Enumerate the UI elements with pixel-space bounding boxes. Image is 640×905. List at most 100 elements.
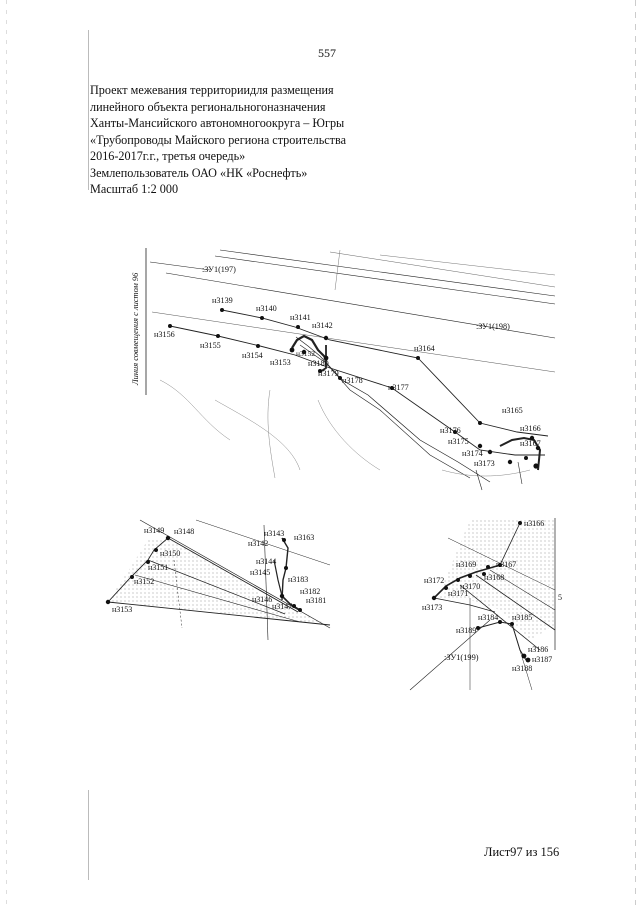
page-number: 557 (318, 46, 336, 60)
point-label: н3166 (520, 424, 541, 433)
survey-point (477, 443, 483, 449)
header-block: Проект межевания территориидля размещени… (90, 82, 390, 198)
point-label: н3142 (248, 539, 268, 548)
header-line: Землепользователь ОАО «НК «Роснефть» (90, 165, 308, 180)
road-line (329, 251, 556, 288)
terrain-line (475, 469, 483, 491)
point-label: н3152 (296, 349, 315, 358)
point-label: н3139 (212, 296, 233, 305)
terrain-line (517, 461, 523, 485)
point-label: н3140 (256, 304, 277, 313)
point-label: н3144 (256, 557, 276, 566)
survey-point (529, 435, 535, 441)
point-label: н3168 (484, 573, 504, 582)
survey-point (535, 445, 541, 451)
point-label: н3170 (460, 582, 480, 591)
point-label: н3147 (272, 602, 292, 611)
survey-point (498, 563, 502, 567)
point-label: н3177 (388, 383, 409, 392)
inset-right: н3166 н3169 н3167 н3172 н3170 н3168 н317… (409, 518, 562, 691)
survey-point (279, 593, 285, 599)
point-label: н3175 (448, 437, 469, 446)
terrain-line (267, 389, 276, 479)
hatched-zone (108, 538, 330, 625)
parcel-label: :ЗУ1(199) (444, 653, 479, 662)
point-label: н3145 (250, 568, 270, 577)
survey-point (165, 535, 171, 541)
survey-point (518, 521, 522, 525)
survey-point (498, 620, 502, 624)
point-label: н3151 (148, 563, 168, 572)
point-label: н3163 (294, 533, 314, 542)
header-line: Проект межевания территориидля размещени… (90, 83, 334, 97)
scan-margin-line (88, 30, 89, 190)
survey-point (468, 574, 472, 578)
point-label: н3171 (448, 589, 468, 598)
point-label: н3185 (512, 613, 532, 622)
pipeline-segment (499, 436, 542, 471)
terrain-line (441, 469, 531, 477)
point-label: н3189 (456, 626, 476, 635)
survey-point (298, 608, 302, 612)
point-label: н3184 (478, 613, 498, 622)
survey-point (323, 335, 329, 341)
point-label: н3174 (462, 449, 483, 458)
corridor-line (107, 601, 331, 626)
point-label: н3152 (134, 577, 154, 586)
point-label: н3150 (160, 549, 180, 558)
point-label: н3180 (308, 359, 329, 368)
pipeline-segment (319, 345, 327, 373)
edge-mark: 5 (558, 593, 562, 602)
survey-point (482, 572, 486, 576)
point-label: н3149 (144, 526, 164, 535)
scan-left-edge (6, 0, 7, 905)
boundary-line (165, 272, 556, 339)
survey-point (146, 560, 150, 564)
survey-point (154, 548, 158, 552)
survey-point (260, 316, 264, 320)
inset-left: н3149 н3148 н3150 н3151 н3152 н3153 н314… (105, 519, 331, 641)
survey-point (284, 566, 288, 570)
point-label: н3141 (290, 313, 311, 322)
corridor-line (499, 522, 521, 566)
survey-point (416, 356, 420, 360)
boundary-line (149, 261, 211, 271)
point-label: н3183 (288, 575, 308, 584)
point-label: н3142 (312, 321, 333, 330)
corridor-line (147, 559, 286, 615)
survey-point (289, 347, 295, 353)
point-label: н3166 (524, 519, 544, 528)
corridor-line (489, 569, 556, 611)
point-label: н3148 (174, 527, 194, 536)
main-map-labels: Линия совмещения с листом 96 :ЗУ1(197) :… (131, 265, 541, 468)
point-label: н3173 (474, 459, 495, 468)
point-label: н3169 (456, 560, 476, 569)
survey-point (105, 599, 111, 605)
main-map (145, 248, 556, 491)
sheet-label: Лист97 из 156 (484, 845, 560, 859)
pipeline-segment (291, 334, 327, 359)
point-label: н3181 (306, 596, 326, 605)
boundary-line (409, 619, 491, 691)
survey-point (486, 565, 490, 569)
point-label: н3182 (300, 587, 320, 596)
point-label: н3186 (528, 645, 548, 654)
survey-point (282, 538, 286, 542)
point-label: н3173 (422, 603, 442, 612)
survey-point (301, 349, 307, 355)
point-label: н3164 (414, 344, 435, 353)
parcel-label: :ЗУ1(198) (476, 322, 510, 331)
pipeline-segment (281, 595, 301, 611)
survey-point (338, 376, 342, 380)
survey-point (456, 578, 460, 582)
survey-point (431, 595, 437, 601)
survey-point (296, 325, 300, 329)
point-label: н3172 (424, 576, 444, 585)
survey-point (524, 456, 528, 460)
point-label: н3167 (496, 560, 516, 569)
corridor-line (295, 336, 491, 483)
point-label: н3176 (440, 426, 461, 435)
pipeline-segment (273, 559, 283, 597)
survey-point (507, 459, 513, 465)
